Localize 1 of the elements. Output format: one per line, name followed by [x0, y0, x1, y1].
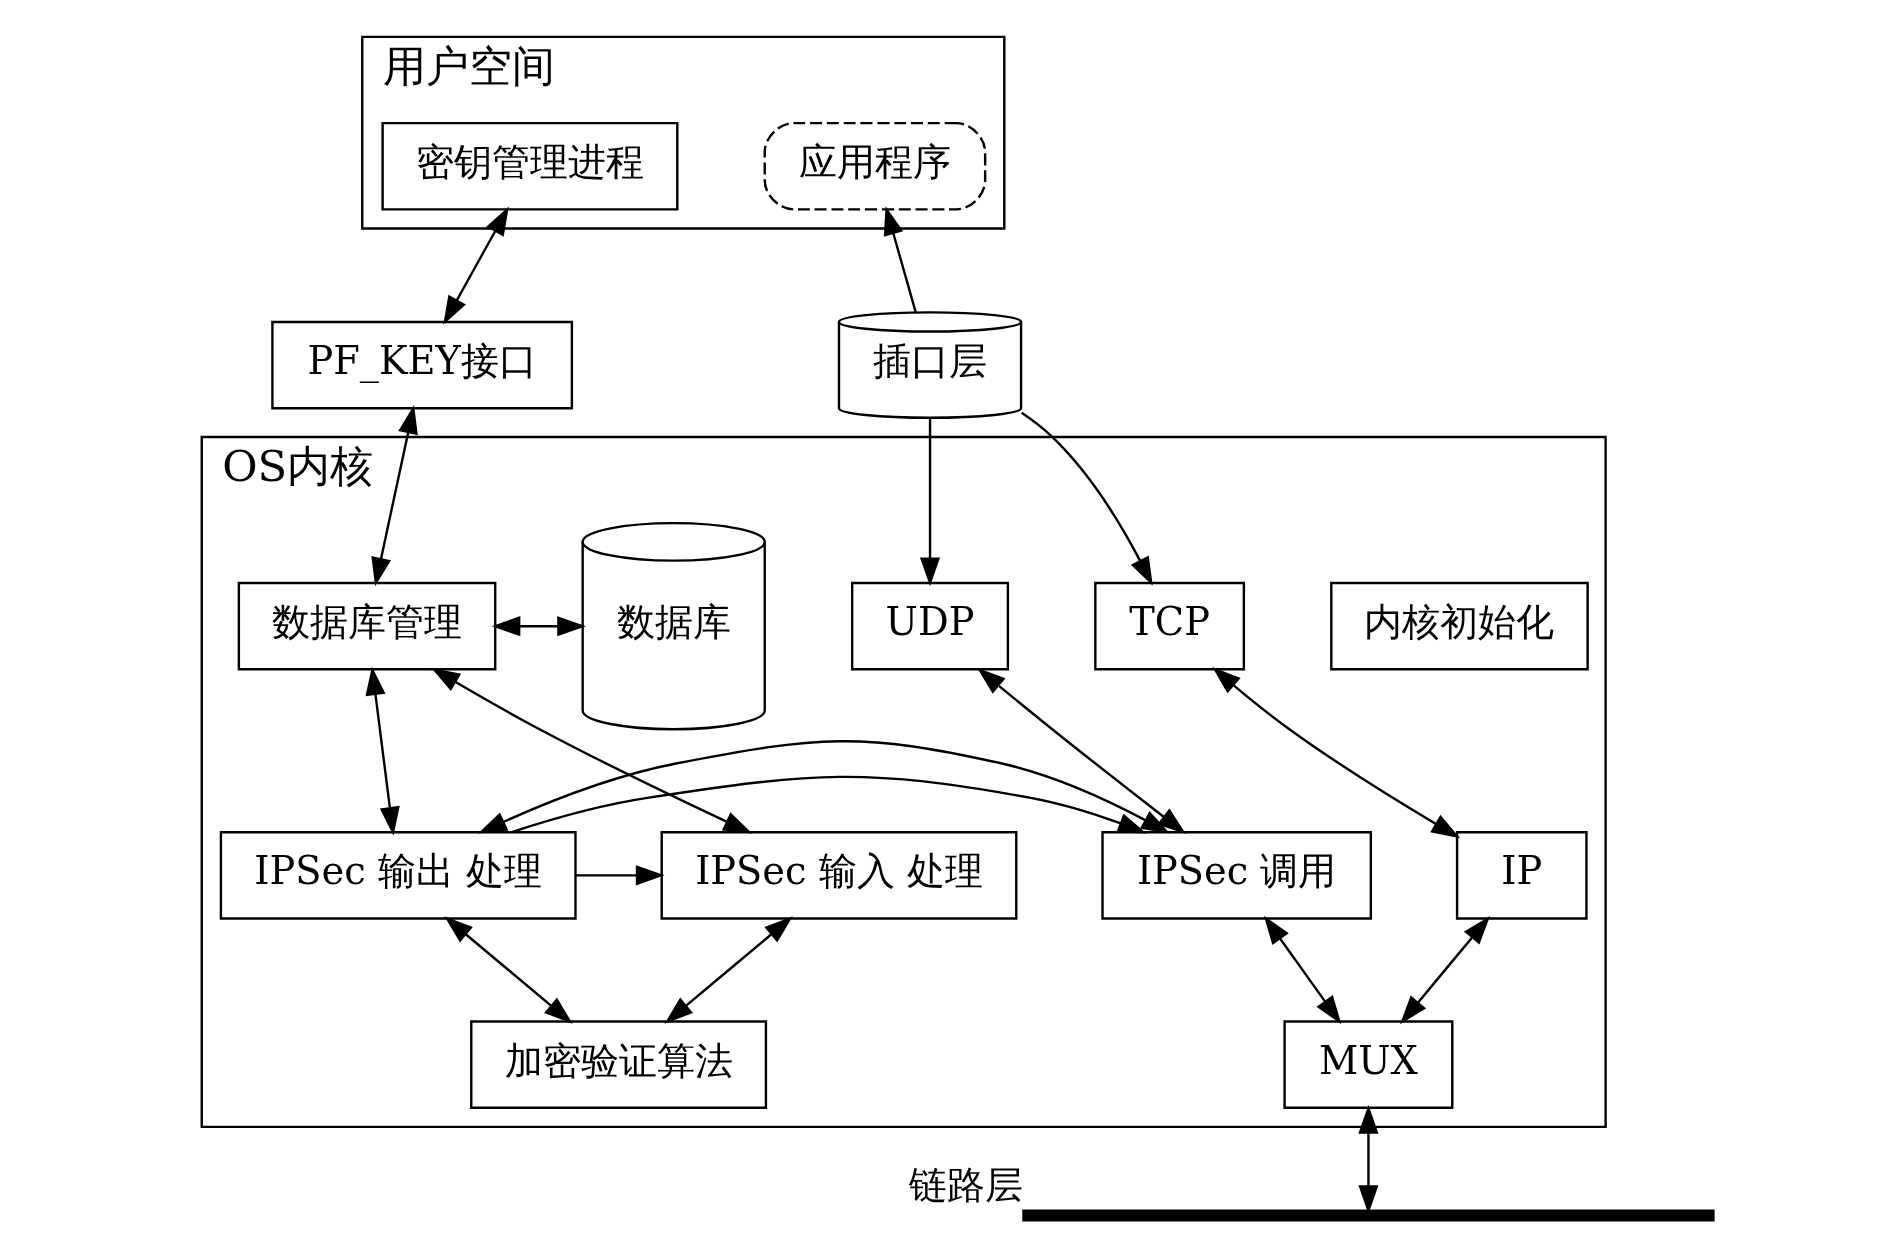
node-label: 链路层	[908, 1162, 1023, 1208]
